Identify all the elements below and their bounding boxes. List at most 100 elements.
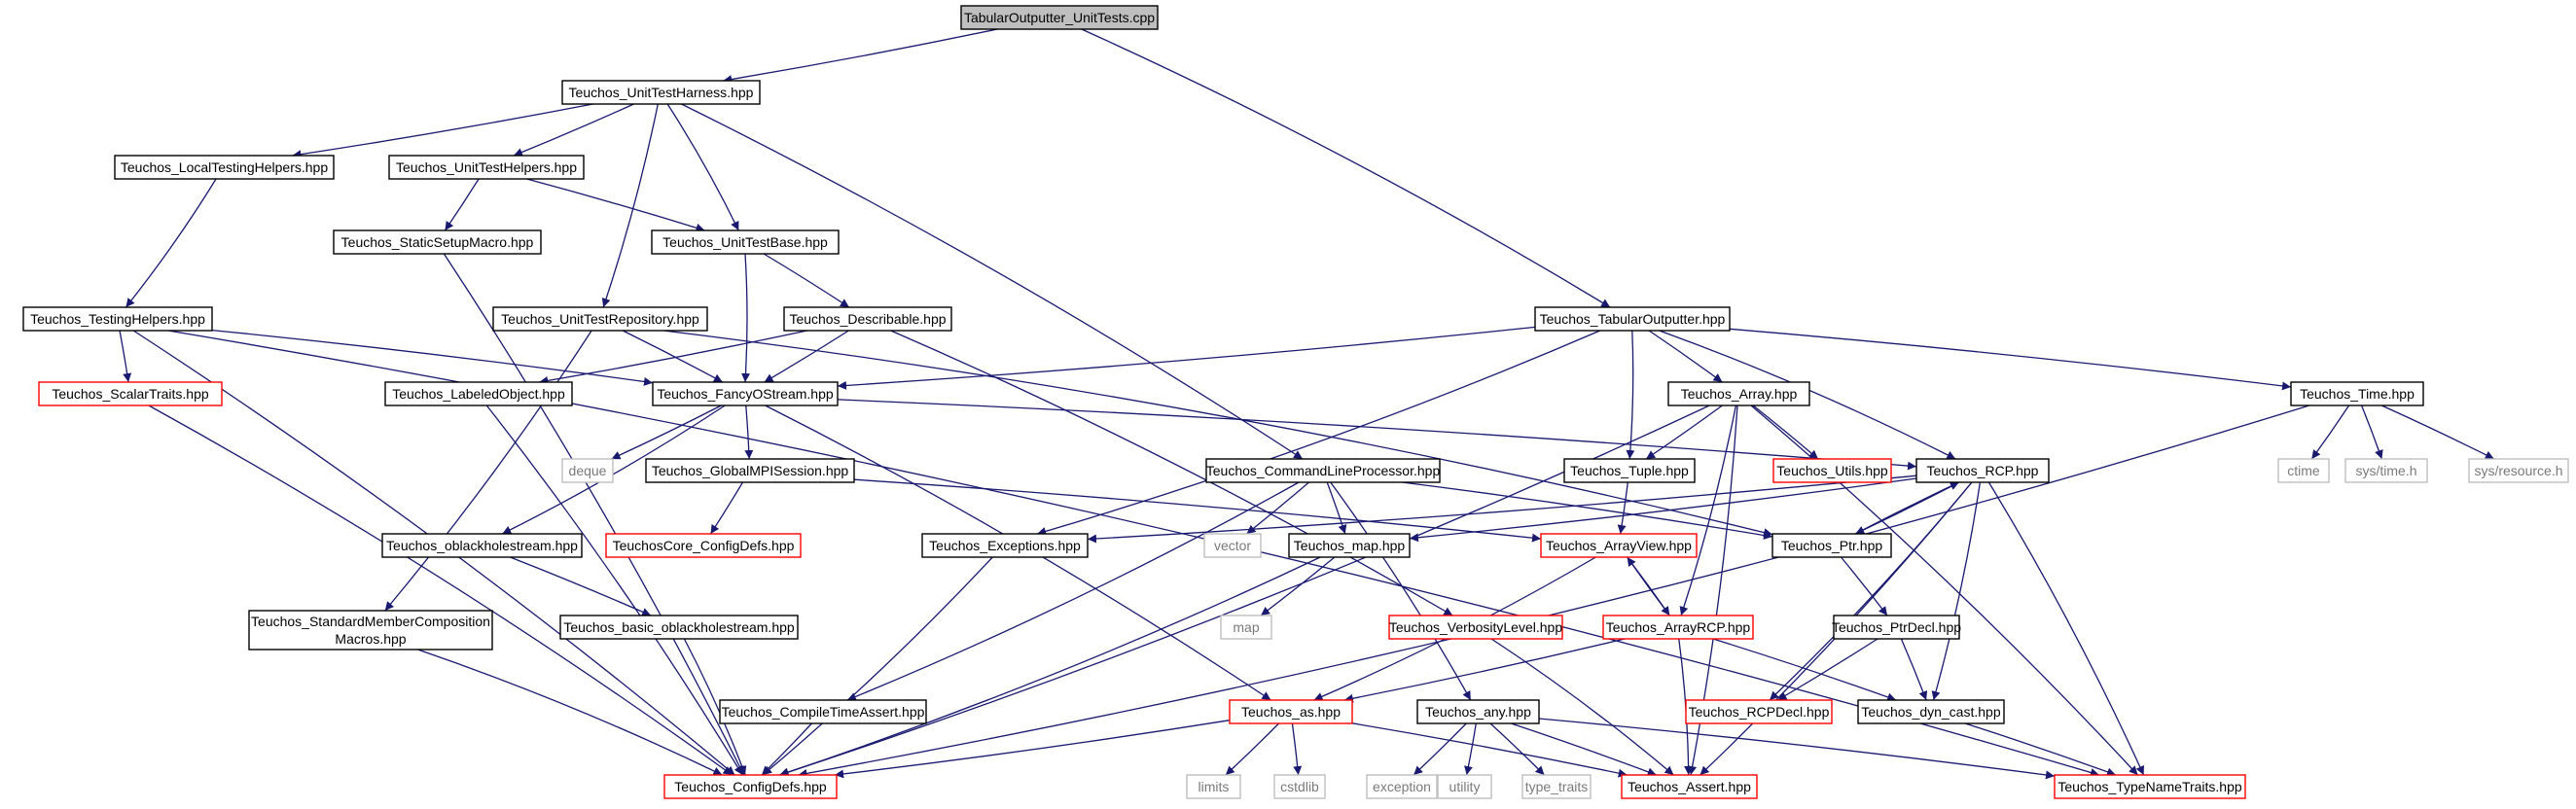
node-arcp[interactable]: Teuchos_ArrayRCP.hpp — [1602, 615, 1754, 640]
node-exc[interactable]: Teuchos_Exceptions.hpp — [921, 533, 1089, 558]
node-smc[interactable]: Teuchos_StandardMemberCompositionMacros.… — [248, 610, 493, 651]
node-gmpi-box — [645, 458, 855, 483]
node-sysres[interactable]: sys/resource.h — [2468, 458, 2569, 483]
edge-vl-to-assert — [1490, 638, 1674, 776]
node-utb[interactable]: Teuchos_UnitTestBase.hpp — [651, 229, 840, 255]
edge-as-to-cd — [835, 720, 1231, 779]
node-clp[interactable]: Teuchos_CommandLineProcessor.hpp — [1205, 458, 1441, 483]
node-tt-box — [1521, 774, 1592, 799]
node-cd[interactable]: Teuchos_ConfigDefs.hpp — [663, 774, 838, 799]
edge-desc-to-fos — [764, 330, 849, 383]
node-tuple[interactable]: Teuchos_Tuple.hpp — [1563, 458, 1696, 483]
node-array[interactable]: Teuchos_Array.hpp — [1667, 381, 1810, 406]
node-ctime-box — [2277, 458, 2330, 483]
node-tt[interactable]: type_traits — [1521, 774, 1592, 799]
edge-tabOut-to-tuple — [1626, 330, 1635, 460]
node-rcp-label: Teuchos_RCP.hpp — [1927, 463, 2039, 478]
node-systime-box — [2344, 458, 2428, 483]
node-utils[interactable]: Teuchos_Utils.hpp — [1772, 458, 1892, 483]
edge-clp-to-any — [1330, 481, 1472, 701]
node-deque[interactable]: deque — [561, 458, 614, 483]
node-fos[interactable]: Teuchos_FancyOStream.hpp — [652, 381, 839, 406]
node-assert-label: Teuchos_Assert.hpp — [1628, 779, 1751, 794]
node-testH-box — [22, 306, 213, 332]
node-av[interactable]: Teuchos_ArrayView.hpp — [1540, 533, 1698, 558]
node-bobh[interactable]: Teuchos_basic_oblackholestream.hpp — [559, 615, 799, 640]
edge-dyn-to-tnt — [1964, 722, 2117, 777]
node-any-label: Teuchos_any.hpp — [1425, 704, 1531, 720]
edge-utr-to-fos — [622, 330, 724, 383]
edge-any-to-tt — [1489, 722, 1545, 776]
node-ptr[interactable]: Teuchos_Ptr.hpp — [1771, 533, 1892, 558]
edge-obh-to-bobh — [510, 556, 652, 616]
node-root[interactable]: TabularOutputter_UnitTests.cpp — [960, 5, 1159, 30]
node-exc-box — [921, 533, 1089, 558]
edge-array-to-assert — [1688, 404, 1738, 776]
node-utr[interactable]: Teuchos_UnitTestRepository.hpp — [492, 306, 708, 332]
node-vector-label: vector — [1214, 538, 1251, 553]
node-tnt-label: Teuchos_TypeNameTraits.hpp — [2057, 779, 2242, 794]
node-vector[interactable]: vector — [1203, 533, 1262, 558]
node-exception[interactable]: exception — [1366, 774, 1438, 799]
node-gmpi[interactable]: Teuchos_GlobalMPISession.hpp — [645, 458, 855, 483]
node-tabOut[interactable]: Teuchos_TabularOutputter.hpp — [1534, 306, 1731, 332]
edge-uth-to-ltH — [292, 103, 593, 159]
node-ctime[interactable]: ctime — [2277, 458, 2330, 483]
edge-desc-to-vl — [890, 330, 1453, 616]
node-rcp[interactable]: Teuchos_RCP.hpp — [1915, 458, 2050, 483]
node-tuple-label: Teuchos_Tuple.hpp — [1570, 463, 1689, 478]
node-uth-box — [561, 80, 761, 105]
node-ssm[interactable]: Teuchos_StaticSetupMacro.hpp — [333, 229, 542, 255]
node-testH[interactable]: Teuchos_TestingHelpers.hpp — [22, 306, 213, 332]
node-tnt[interactable]: Teuchos_TypeNameTraits.hpp — [2054, 774, 2246, 799]
edge-uth-to-utb — [666, 103, 739, 231]
node-obh[interactable]: Teuchos_oblackholestream.hpp — [381, 533, 583, 558]
node-ltH-box — [114, 155, 335, 180]
node-assert[interactable]: Teuchos_Assert.hpp — [1621, 774, 1758, 799]
node-utr-box — [492, 306, 708, 332]
edge-tabOut-to-time — [1729, 328, 2292, 391]
node-cta[interactable]: Teuchos_CompileTimeAssert.hpp — [719, 699, 927, 724]
node-desc[interactable]: Teuchos_Describable.hpp — [783, 306, 952, 332]
node-rcpd-label: Teuchos_RCPDecl.hpp — [1689, 704, 1830, 720]
node-utility[interactable]: utility — [1437, 774, 1492, 799]
node-dyn[interactable]: Teuchos_dyn_cast.hpp — [1857, 699, 2005, 724]
edge-map-to-cd — [779, 556, 1321, 777]
node-systime[interactable]: sys/time.h — [2344, 458, 2428, 483]
edge-array-to-arcp — [1679, 404, 1737, 616]
node-tcc[interactable]: TeuchosCore_ConfigDefs.hpp — [605, 533, 802, 558]
node-limits[interactable]: limits — [1186, 774, 1241, 799]
node-scalar[interactable]: Teuchos_ScalarTraits.hpp — [38, 381, 223, 406]
node-utHelp[interactable]: Teuchos_UnitTestHelpers.hpp — [388, 155, 585, 180]
node-as[interactable]: Teuchos_as.hpp — [1229, 699, 1353, 724]
node-rcpd[interactable]: Teuchos_RCPDecl.hpp — [1685, 699, 1833, 724]
node-uth[interactable]: Teuchos_UnitTestHarness.hpp — [561, 80, 761, 105]
node-ptrd-box — [1833, 615, 1960, 640]
edge-utHelp-to-ssm — [444, 178, 480, 231]
edge-array-to-utils — [1752, 404, 1819, 460]
node-limits-label: limits — [1199, 779, 1230, 794]
edge-arcp-to-av — [1627, 556, 1670, 616]
node-vl[interactable]: Teuchos_VerbosityLevel.hpp — [1388, 615, 1563, 640]
edge-scalar-to-cd — [148, 404, 733, 776]
node-scalar-label: Teuchos_ScalarTraits.hpp — [52, 386, 209, 402]
edge-utHelp-to-utb — [526, 178, 705, 232]
node-mapsys[interactable]: map — [1220, 615, 1272, 640]
node-dyn-label: Teuchos_dyn_cast.hpp — [1861, 704, 2000, 720]
node-time-label: Teuchos_Time.hpp — [2300, 386, 2415, 402]
node-any[interactable]: Teuchos_any.hpp — [1416, 699, 1540, 724]
node-fos-label: Teuchos_FancyOStream.hpp — [657, 386, 834, 402]
node-root-label: TabularOutputter_UnitTests.cpp — [964, 10, 1155, 25]
node-time[interactable]: Teuchos_Time.hpp — [2290, 381, 2424, 406]
node-lobj[interactable]: Teuchos_LabeledObject.hpp — [384, 381, 573, 406]
node-cstdlib[interactable]: cstdlib — [1273, 774, 1326, 799]
node-utr-label: Teuchos_UnitTestRepository.hpp — [501, 311, 699, 327]
edge-clp-to-map — [1326, 481, 1347, 535]
edge-root-to-uth — [723, 28, 998, 84]
node-ptrd[interactable]: Teuchos_PtrDecl.hpp — [1832, 615, 1961, 640]
node-ltH[interactable]: Teuchos_LocalTestingHelpers.hpp — [114, 155, 335, 180]
node-map[interactable]: Teuchos_map.hpp — [1288, 533, 1411, 558]
node-scalar-box — [38, 381, 223, 406]
nodes-layer: TabularOutputter_UnitTests.cppTeuchos_Un… — [22, 5, 2569, 799]
edge-any-to-exception — [1413, 722, 1467, 776]
